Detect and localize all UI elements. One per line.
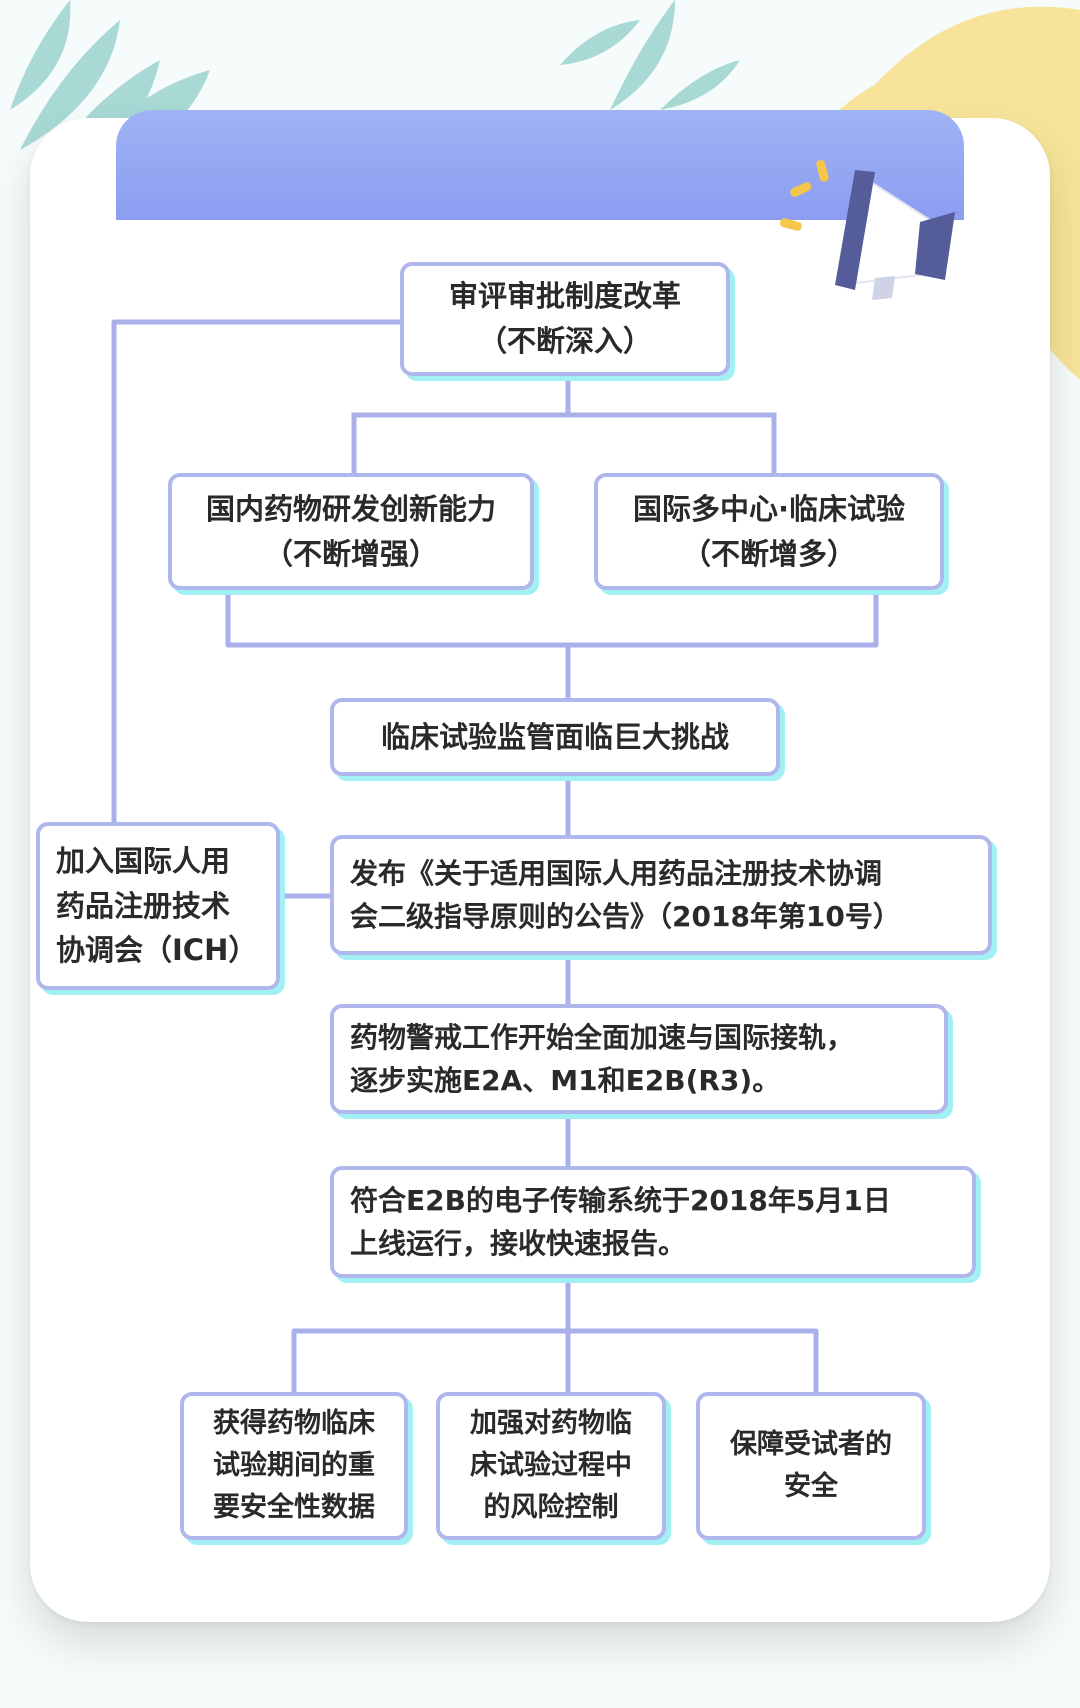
node-announcement-line1: 发布《关于适用国际人用药品注册技术协调 bbox=[350, 856, 883, 890]
node-outcome-safety-data-line2: 试验期间的重 bbox=[213, 1450, 375, 1482]
node-e2b-system-line2: 上线运行，接收快速报告。 bbox=[350, 1227, 687, 1260]
node-outcome-subject-safety: 保障受试者的 安全 bbox=[696, 1392, 926, 1540]
node-review-reform: 审评审批制度改革 （不断深入） bbox=[400, 262, 730, 376]
node-review-reform-line2: （不断深入） bbox=[477, 324, 652, 358]
node-outcome-risk-control: 加强对药物临 床试验过程中 的风险控制 bbox=[436, 1392, 666, 1540]
megaphone-icon bbox=[779, 159, 955, 300]
node-pharmacovigilance-line2: 逐步实施E2A、M1和E2B(R3)。 bbox=[350, 1064, 781, 1097]
node-pharmacovigilance-line1: 药物警戒工作开始全面加速与国际接轨， bbox=[350, 1020, 855, 1054]
node-domestic-innovation-line2: （不断增强） bbox=[263, 536, 438, 571]
node-outcome-safety-data-line1: 获得药物临床 bbox=[213, 1408, 375, 1440]
node-join-ich-line3: 协调会（ICH） bbox=[56, 933, 258, 968]
teal-leaf-center-icon bbox=[560, 0, 740, 110]
node-outcome-safety-data-line3: 要安全性数据 bbox=[213, 1491, 375, 1523]
node-outcome-subject-safety-line2: 安全 bbox=[784, 1471, 838, 1502]
node-pharmacovigilance: 药物警戒工作开始全面加速与国际接轨， 逐步实施E2A、M1和E2B(R3)。 bbox=[330, 1004, 948, 1114]
node-international-trials-line1: 国际多中心·临床试验 bbox=[632, 491, 906, 526]
node-regulatory-challenge-line1: 临床试验监管面临巨大挑战 bbox=[380, 719, 729, 754]
node-international-trials: 国际多中心·临床试验 （不断增多） bbox=[594, 473, 944, 590]
node-outcome-risk-control-line2: 床试验过程中 bbox=[470, 1450, 632, 1482]
node-outcome-subject-safety-line1: 保障受试者的 bbox=[730, 1429, 892, 1461]
node-international-trials-line2: （不断增多） bbox=[681, 536, 856, 571]
node-regulatory-challenge: 临床试验监管面临巨大挑战 bbox=[330, 698, 780, 776]
node-domestic-innovation-line1: 国内药物研发创新能力 bbox=[205, 491, 496, 526]
node-review-reform-line1: 审评审批制度改革 bbox=[448, 279, 681, 314]
node-domestic-innovation: 国内药物研发创新能力 （不断增强） bbox=[168, 473, 534, 590]
node-outcome-safety-data: 获得药物临床 试验期间的重 要安全性数据 bbox=[180, 1392, 408, 1540]
node-announcement: 发布《关于适用国际人用药品注册技术协调 会二级指导原则的公告》（2018年第10… bbox=[330, 835, 992, 955]
node-join-ich-line2: 药品注册技术 bbox=[56, 888, 231, 923]
node-e2b-system-line1: 符合E2B的电子传输系统于2018年5月1日 bbox=[350, 1183, 891, 1217]
node-join-ich-line1: 加入国际人用 bbox=[56, 843, 231, 878]
node-outcome-risk-control-line3: 的风险控制 bbox=[483, 1491, 619, 1523]
node-announcement-line2: 会二级指导原则的公告》（2018年第10号） bbox=[350, 900, 901, 933]
node-e2b-system: 符合E2B的电子传输系统于2018年5月1日 上线运行，接收快速报告。 bbox=[330, 1166, 976, 1278]
node-join-ich: 加入国际人用 药品注册技术 协调会（ICH） bbox=[36, 822, 280, 990]
node-outcome-risk-control-line1: 加强对药物临 bbox=[470, 1408, 632, 1440]
